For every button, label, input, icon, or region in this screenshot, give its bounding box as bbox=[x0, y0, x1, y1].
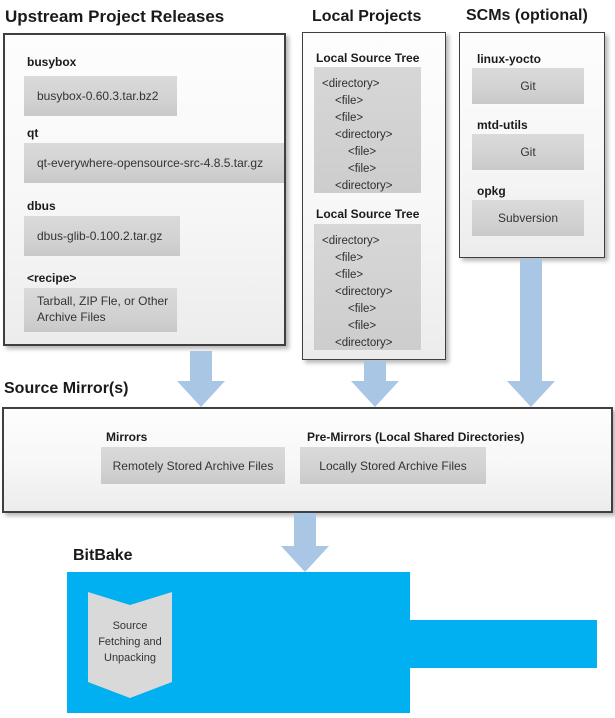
archive-file-box: qt-everywhere-opensource-src-4.8.5.tar.g… bbox=[24, 143, 284, 183]
archive-file-box: busybox-0.60.3.tar.bz2 bbox=[24, 76, 177, 116]
down-arrow-icon bbox=[507, 259, 555, 407]
tree-entry: <file> bbox=[335, 269, 364, 281]
premirrors-value: Locally Stored Archive Files bbox=[319, 458, 467, 473]
down-arrow-icon bbox=[281, 513, 329, 572]
tree-entry: <directory> bbox=[322, 235, 380, 247]
source-mirrors-title: Source Mirror(s) bbox=[4, 380, 129, 397]
tree-entry: <file> bbox=[335, 252, 364, 264]
local-projects-panel: Local Source Tree <directory> <file> <fi… bbox=[302, 32, 446, 360]
tree-entry: <directory> bbox=[335, 180, 393, 192]
tree-entry: <file> bbox=[335, 95, 364, 107]
source-fetching-label: Source Fetching and Unpacking bbox=[98, 620, 162, 664]
scm-type-name: Git bbox=[520, 145, 536, 159]
tree-entry: <file> bbox=[348, 303, 377, 315]
tree-entry: <directory> bbox=[322, 78, 380, 90]
recipe-name-label: qt bbox=[27, 126, 39, 140]
scm-recipe-label: linux-yocto bbox=[477, 52, 542, 66]
scm-recipe-label: mtd-utils bbox=[477, 118, 528, 132]
tree-entry: <file> bbox=[348, 163, 377, 175]
premirrors-value-box: Locally Stored Archive Files bbox=[300, 447, 486, 484]
source-tree-box: <directory> <file> <file> <directory> <f… bbox=[314, 224, 421, 350]
archive-file-name: qt-everywhere-opensource-src-4.8.5.tar.g… bbox=[37, 156, 264, 170]
down-arrow-icon bbox=[351, 361, 399, 407]
scm-type-box: Git bbox=[472, 134, 584, 170]
tree-entry: <directory> bbox=[335, 337, 393, 349]
archive-file-name: dbus-glib-0.100.2.tar.gz bbox=[37, 229, 163, 243]
tree-entry: <file> bbox=[348, 320, 377, 332]
tree-entry: <directory> bbox=[335, 129, 393, 141]
scm-type-name: Git bbox=[520, 79, 536, 93]
bitbake-flow-tab bbox=[403, 620, 597, 668]
mirrors-value: Remotely Stored Archive Files bbox=[112, 458, 274, 473]
archive-file-box: Tarball, ZIP Fle, or Other Archive Files bbox=[24, 288, 177, 332]
bitbake-box: Source Fetching and Unpacking bbox=[67, 572, 410, 713]
scms-panel: linux-yocto Git mtd-utils Git opkg Subve… bbox=[459, 32, 605, 258]
mirrors-label: Mirrors bbox=[106, 430, 148, 444]
archive-file-name: Tarball, ZIP Fle, or Other Archive Files bbox=[37, 294, 169, 324]
local-projects-title: Local Projects bbox=[312, 8, 422, 25]
bitbake-title: BitBake bbox=[73, 547, 133, 564]
local-source-tree-label: Local Source Tree bbox=[316, 51, 420, 65]
scm-type-name: Subversion bbox=[497, 211, 559, 225]
premirrors-label: Pre-Mirrors (Local Shared Directories) bbox=[307, 430, 525, 444]
mirrors-value-box: Remotely Stored Archive Files bbox=[101, 447, 285, 484]
recipe-name-label: <recipe> bbox=[27, 271, 77, 285]
scm-type-box: Subversion bbox=[472, 200, 584, 236]
source-mirrors-panel: Mirrors Remotely Stored Archive Files Pr… bbox=[2, 407, 613, 513]
scm-recipe-label: opkg bbox=[477, 184, 506, 198]
archive-file-box: dbus-glib-0.100.2.tar.gz bbox=[24, 216, 180, 256]
tree-entry: <directory> bbox=[335, 286, 393, 298]
scm-type-box: Git bbox=[472, 68, 584, 104]
upstream-releases-panel: busybox busybox-0.60.3.tar.bz2 qt qt-eve… bbox=[3, 33, 286, 346]
recipe-name-label: busybox bbox=[27, 55, 77, 69]
source-fetching-ribbon-icon: Source Fetching and Unpacking bbox=[88, 592, 172, 698]
archive-file-name: busybox-0.60.3.tar.bz2 bbox=[37, 89, 159, 103]
upstream-title: Upstream Project Releases bbox=[5, 7, 225, 26]
scms-title: SCMs (optional) bbox=[466, 7, 588, 24]
local-source-tree-label: Local Source Tree bbox=[316, 207, 420, 221]
recipe-name-label: dbus bbox=[27, 199, 56, 213]
source-tree-box: <directory> <file> <file> <directory> <f… bbox=[314, 67, 421, 193]
tree-entry: <file> bbox=[335, 112, 364, 124]
tree-entry: <file> bbox=[348, 146, 377, 158]
down-arrow-icon bbox=[177, 351, 225, 407]
